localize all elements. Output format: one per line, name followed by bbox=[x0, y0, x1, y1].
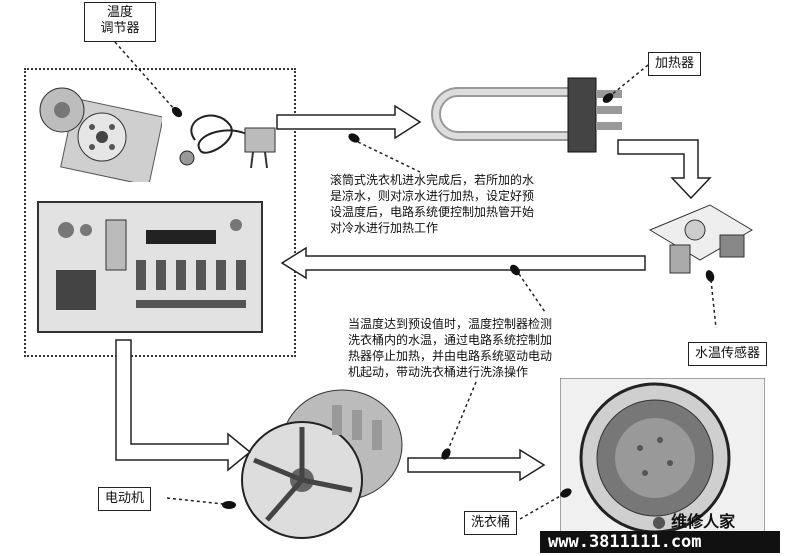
water-temp-sensor-photo bbox=[640, 190, 760, 290]
thermostat-label-line2: 调节器 bbox=[100, 21, 140, 36]
arrow-to-sensor bbox=[617, 139, 712, 200]
desc-heating-leader bbox=[348, 133, 421, 173]
arrow-to-drum bbox=[407, 448, 546, 482]
desc-washing-leader bbox=[510, 264, 546, 313]
desc-heating-line1: 滚筒式洗衣机进水完成后，若所加的水 bbox=[330, 173, 535, 187]
desc-washing: 当温度达到预设值时，温度控制器检测 洗衣桶内的水温，通过电路系统控制加 热器停止… bbox=[348, 316, 628, 380]
desc-washing-line3: 热器停止加热，并由电路系统驱动电动 bbox=[348, 349, 553, 363]
control-unit-frame bbox=[24, 68, 296, 357]
circuit-board-photo bbox=[36, 200, 264, 335]
watermark-brand-text: 维修人家 bbox=[671, 512, 736, 531]
arrow-to-motor bbox=[115, 339, 252, 472]
desc-washing-line1: 当温度达到预设值时，温度控制器检测 bbox=[348, 317, 553, 331]
thermostat-label: 温度 调节器 bbox=[84, 2, 156, 42]
watermark-url: www.3811111.com bbox=[548, 532, 702, 552]
desc-washing-to-motor-leader bbox=[441, 381, 477, 460]
motor-photo bbox=[232, 375, 412, 545]
arrow-to-control bbox=[280, 246, 646, 280]
desc-heating-line4: 对冷水进行加热工作 bbox=[330, 221, 439, 235]
desc-heating: 滚筒式洗衣机进水完成后，若所加的水 是凉水，则对凉水进行加热，设定好预 设温度后… bbox=[330, 172, 610, 236]
drum-leader bbox=[519, 488, 572, 520]
arrow-to-heater bbox=[276, 104, 422, 140]
desc-washing-line2: 洗衣桶内的水温，通过电路系统控制加 bbox=[348, 333, 553, 347]
sensor-leader bbox=[705, 270, 717, 329]
watermark-brand: ● 维修人家 bbox=[652, 508, 735, 532]
desc-washing-line4: 机起动，带动洗衣桶进行洗涤操作 bbox=[348, 365, 529, 379]
thermostat-label-line1: 温度 bbox=[106, 5, 133, 20]
probe-photo bbox=[175, 100, 285, 180]
heater-leader bbox=[602, 64, 649, 103]
desc-heating-line2: 是凉水，则对凉水进行加热，设定好预 bbox=[330, 189, 535, 203]
motor-leader bbox=[166, 497, 236, 509]
heater-label: 加热器 bbox=[648, 52, 702, 76]
drum-label: 洗衣桶 bbox=[464, 511, 518, 535]
thermostat-leader bbox=[114, 41, 183, 118]
watermark-bar bbox=[540, 531, 780, 553]
wechat-icon: ● bbox=[652, 512, 666, 531]
drum-photo bbox=[559, 377, 766, 539]
water-temp-sensor-label: 水温传感器 bbox=[688, 342, 768, 366]
thermostat-photo bbox=[32, 82, 164, 187]
motor-label: 电动机 bbox=[98, 487, 152, 511]
desc-heating-line3: 设温度后，电路系统便控制加热管开始 bbox=[330, 205, 535, 219]
heater-photo bbox=[428, 70, 628, 160]
